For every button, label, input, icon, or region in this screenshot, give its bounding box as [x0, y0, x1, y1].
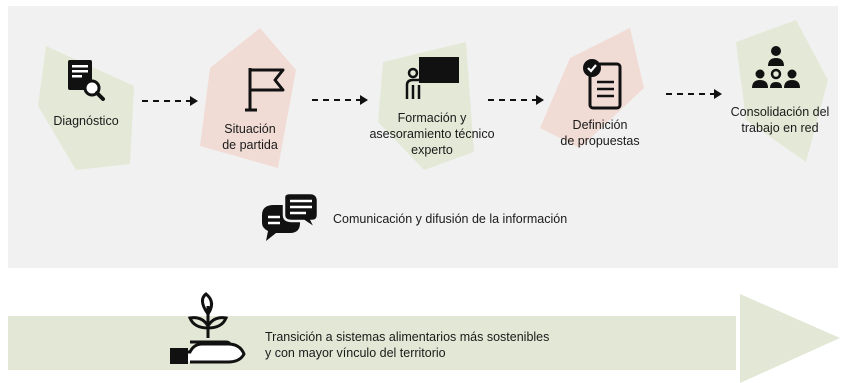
arrow-1-2: [142, 96, 198, 106]
outcome-banner: [8, 316, 736, 370]
step-1-label: Diagnóstico: [53, 114, 119, 128]
communication-label: Comunicación y difusión de la informació…: [333, 212, 568, 226]
presenter-board-icon: [405, 57, 459, 99]
step-2-blob: [200, 28, 296, 168]
step-5-label: Consolidación del trabajo en red: [730, 105, 830, 135]
banner-arrowhead: [740, 294, 840, 383]
chat-bubbles-icon: [262, 193, 320, 241]
arrow-2-3: [312, 95, 368, 105]
step-3-label: Formación y asesoramiento técnico expert…: [369, 111, 495, 157]
step-1-blob: [38, 46, 134, 170]
step-4-blob: [540, 28, 644, 148]
arrow-4-5: [666, 89, 722, 99]
plant-in-hand-icon: [170, 292, 246, 364]
step-5-blob: [736, 20, 828, 162]
step-2-label: Situación de partida: [222, 122, 278, 152]
arrow-3-4: [488, 95, 544, 105]
flag-icon: [245, 68, 285, 112]
team-network-icon: [752, 46, 800, 88]
document-search-icon: [68, 60, 105, 101]
outcome-label: Transición a sistemas alimentarios más s…: [265, 330, 550, 360]
checklist-icon: [583, 59, 622, 110]
step-4-label: Definición de propuestas: [560, 118, 640, 148]
